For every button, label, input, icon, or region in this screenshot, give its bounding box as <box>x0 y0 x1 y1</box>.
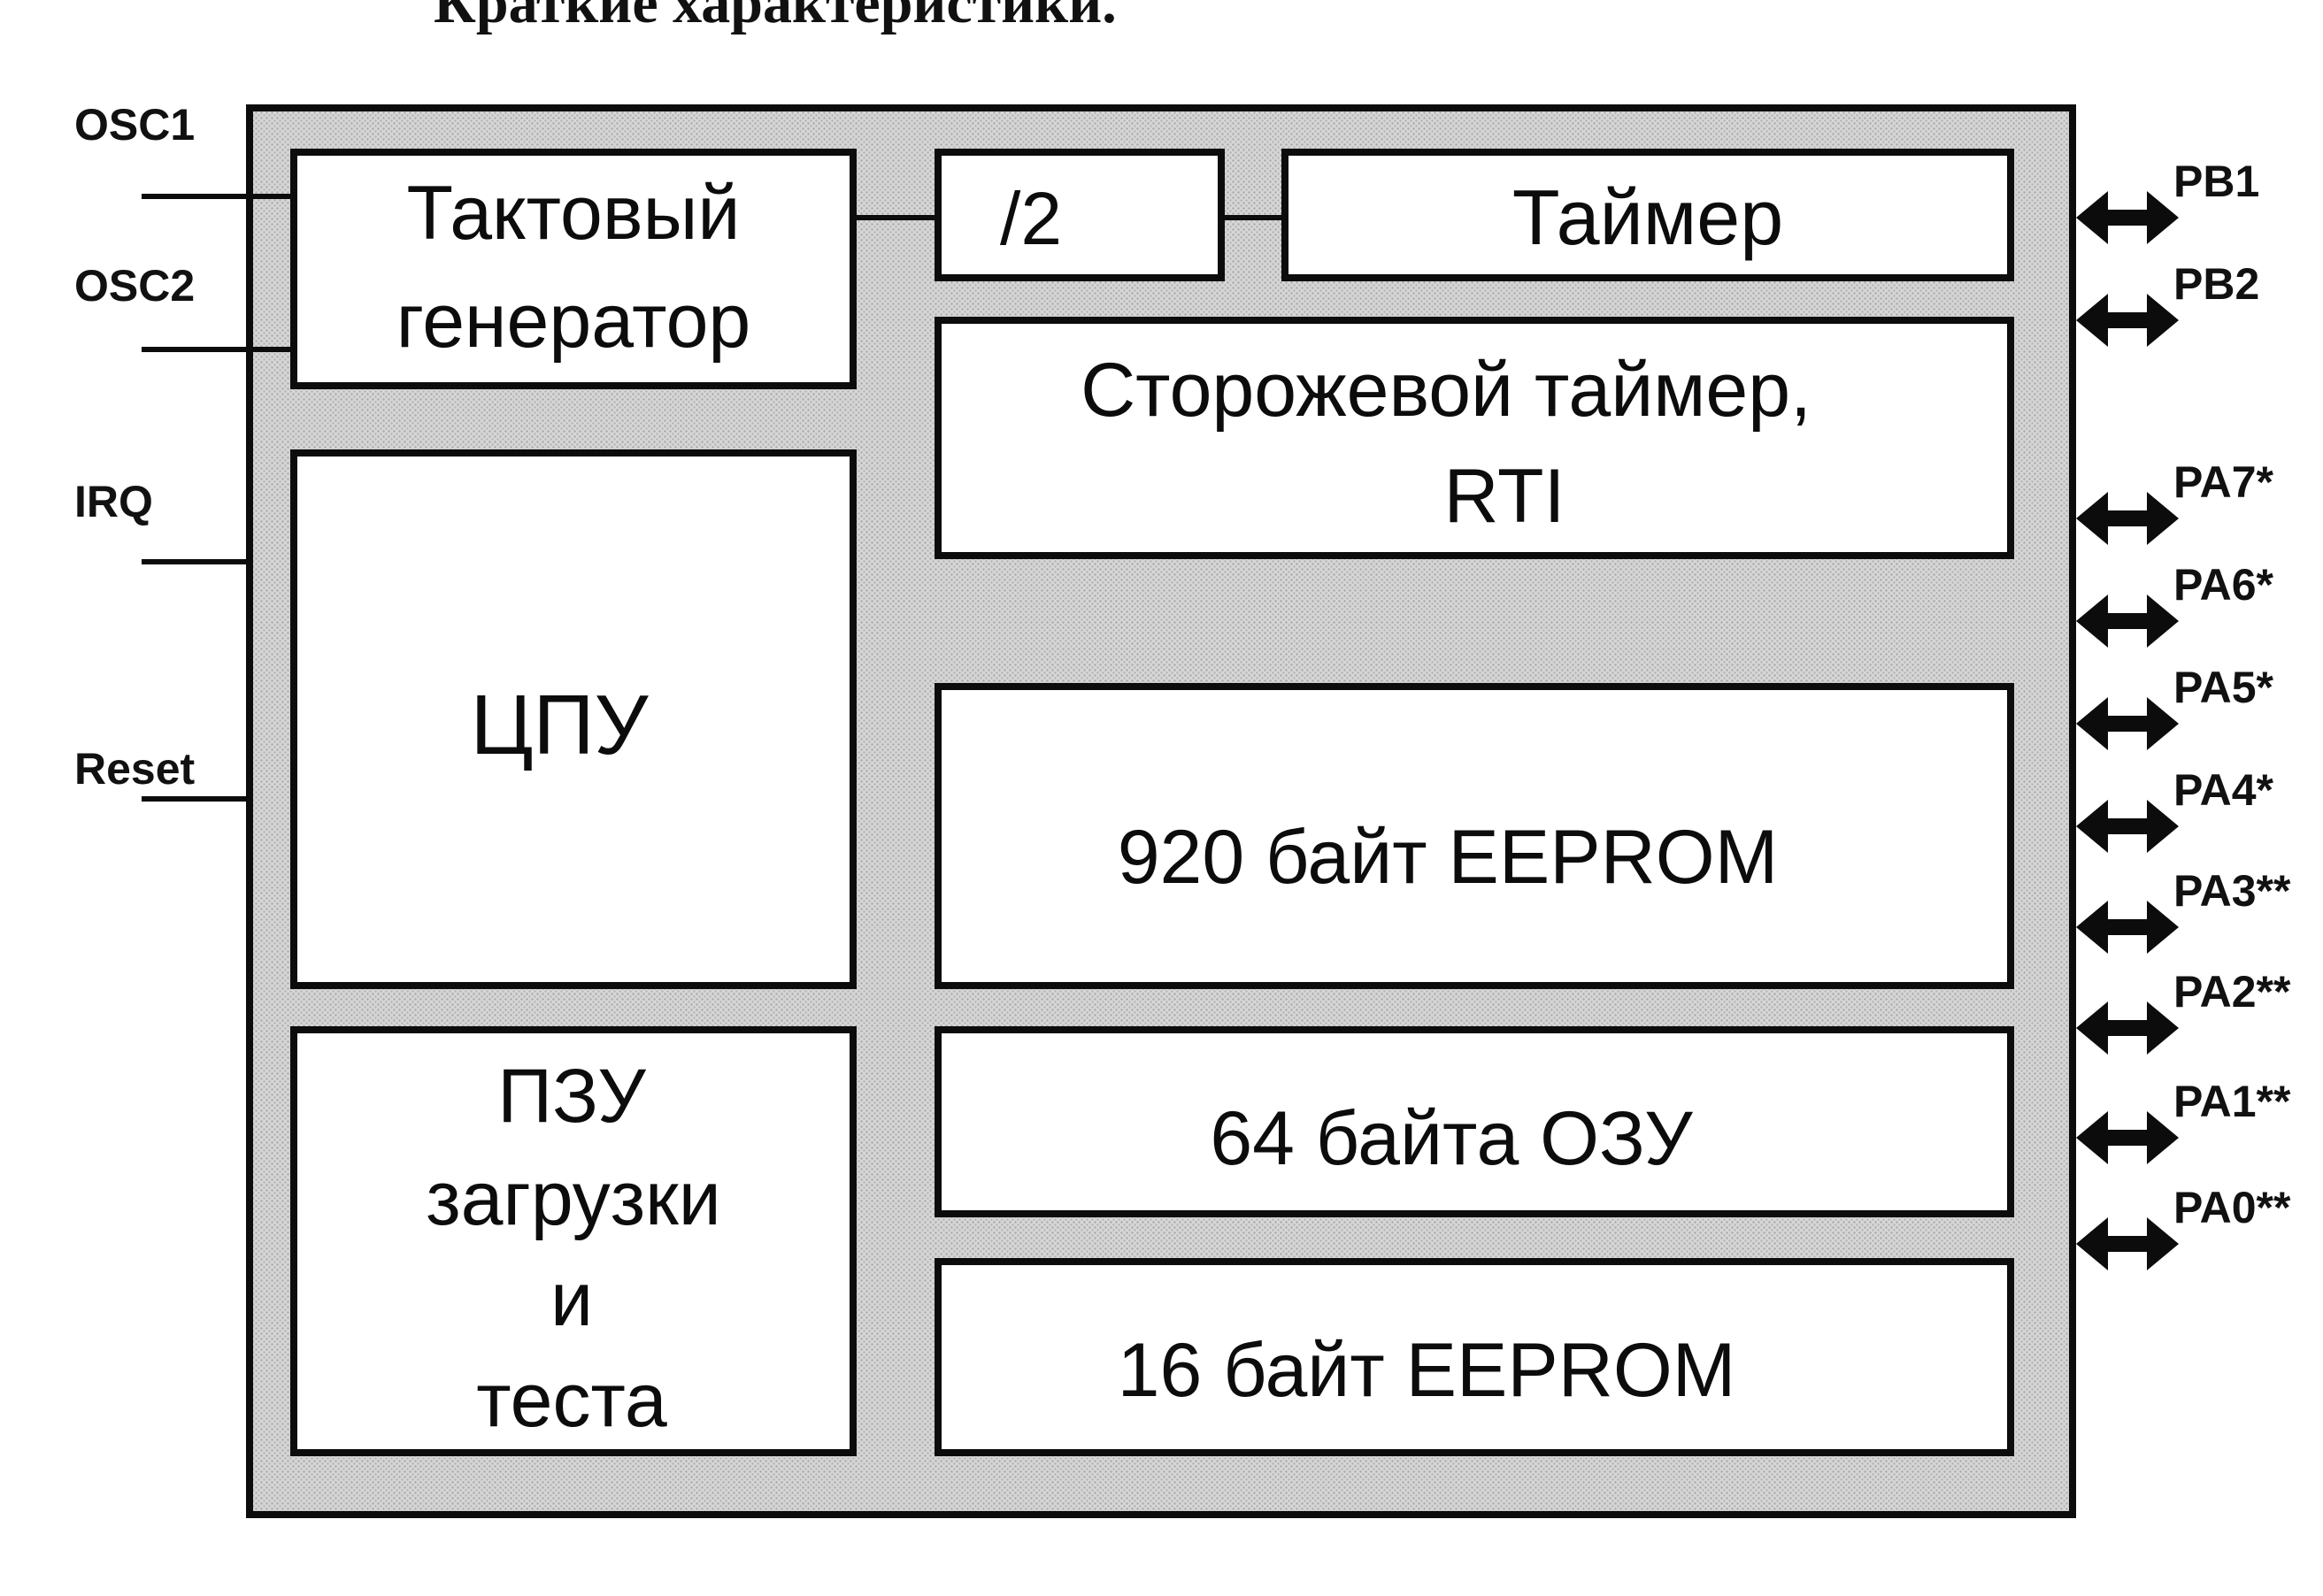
bidirectional-arrow-icon <box>2076 901 2179 954</box>
port-pin-label: PB2 <box>2173 259 2259 309</box>
port-pin-label: PA1** <box>2173 1077 2291 1126</box>
bidirectional-arrow-icon <box>2076 1217 2179 1270</box>
pin-label: IRQ <box>74 477 153 526</box>
port-pin: PA7* <box>2076 457 2274 545</box>
ram-64-label: 64 байта ОЗУ <box>1210 1096 1694 1181</box>
blocks: Тактовый генератор /2 Таймер Сторожевой … <box>290 149 2014 1456</box>
port-pin: PB2 <box>2076 259 2259 347</box>
left-pin-lines <box>142 194 294 802</box>
watchdog-line2: RTI <box>1444 454 1565 539</box>
bidirectional-arrow-icon <box>2076 492 2179 545</box>
bidirectional-arrow-icon <box>2076 294 2179 347</box>
watchdog-block: Сторожевой таймер, RTI <box>935 317 2014 559</box>
eeprom-920-label: 920 байт EEPROM <box>1118 815 1779 900</box>
pin-label: OSC2 <box>74 261 195 311</box>
diagram-caption: Краткие характеристики. <box>434 0 1117 35</box>
clock-generator-line1: Тактовый <box>407 171 741 256</box>
cpu-block: ЦПУ <box>290 449 857 989</box>
port-pin-label: PA7* <box>2173 457 2274 507</box>
bidirectional-arrow-icon <box>2076 697 2179 750</box>
port-pin-label: PA0** <box>2173 1183 2291 1232</box>
bidirectional-arrow-icon <box>2076 595 2179 648</box>
left-pin-labels: OSC1 OSC2 IRQ Reset <box>74 100 196 794</box>
port-pin: PA2** <box>2076 967 2291 1055</box>
ram-64-block: 64 байта ОЗУ <box>935 1026 2014 1217</box>
rom-line3: и <box>550 1257 593 1342</box>
divider-block: /2 <box>935 149 1225 281</box>
cpu-label: ЦПУ <box>471 678 650 772</box>
eeprom-16-block: 16 байт EEPROM <box>935 1258 2014 1456</box>
rom-line1: ПЗУ <box>497 1054 647 1139</box>
divider-label: /2 <box>1000 177 1062 260</box>
port-pin-label: PA5* <box>2173 663 2274 712</box>
port-pin-label: PA4* <box>2173 765 2274 815</box>
clock-generator-block: Тактовый генератор <box>290 149 857 389</box>
bidirectional-arrow-icon <box>2076 1001 2179 1055</box>
clock-generator-line2: генератор <box>396 279 750 364</box>
port-pin-label: PB1 <box>2173 157 2259 206</box>
port-pin-label: PA3** <box>2173 866 2291 916</box>
rom-block: ПЗУ загрузки и теста <box>290 1026 857 1456</box>
timer-block: Таймер <box>1281 149 2014 281</box>
port-pin-label: PA6* <box>2173 560 2274 610</box>
bidirectional-arrow-icon <box>2076 1111 2179 1164</box>
timer-label: Таймер <box>1512 173 1783 261</box>
watchdog-line1: Сторожевой таймер, <box>1081 348 1811 433</box>
eeprom-920-block: 920 байт EEPROM <box>935 683 2014 989</box>
eeprom-16-label: 16 байт EEPROM <box>1118 1328 1736 1413</box>
port-pin: PA5* <box>2076 663 2274 750</box>
port-pin-label: PA2** <box>2173 967 2291 1017</box>
port-pin: PA1** <box>2076 1077 2291 1164</box>
bidirectional-arrow-icon <box>2076 191 2179 244</box>
rom-line4: теста <box>476 1358 667 1443</box>
port-pin: PB1 <box>2076 157 2259 244</box>
port-pin: PA3** <box>2076 866 2291 954</box>
port-pin: PA4* <box>2076 765 2274 853</box>
port-pin: PA6* <box>2076 560 2274 648</box>
pin-label: OSC1 <box>74 100 195 150</box>
bidirectional-arrow-icon <box>2076 800 2179 853</box>
port-pin: PA0** <box>2076 1183 2291 1270</box>
pin-label: Reset <box>74 744 196 794</box>
rom-line2: загрузки <box>426 1156 721 1241</box>
